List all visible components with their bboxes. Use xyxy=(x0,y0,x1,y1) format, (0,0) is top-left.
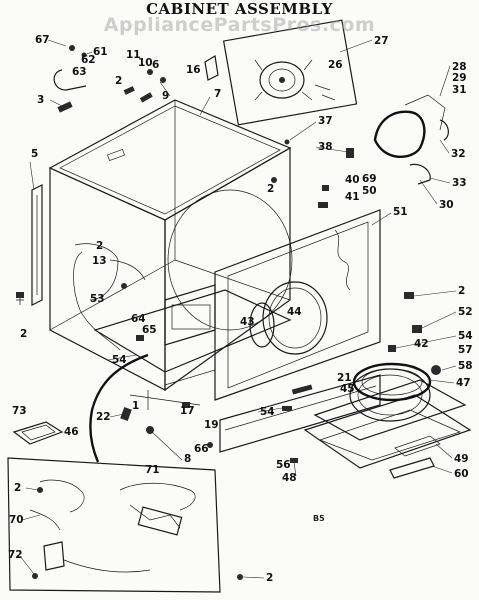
callout-42: 42 xyxy=(414,338,429,350)
callout-1: 1 xyxy=(132,400,139,412)
callout-41: 41 xyxy=(345,191,360,203)
callout-47: 47 xyxy=(456,377,471,389)
wire-harness xyxy=(73,251,149,463)
callout-32: 32 xyxy=(451,148,466,160)
callout-63: 63 xyxy=(72,66,87,78)
callout-2-g: 2 xyxy=(266,572,273,584)
callout-17: 17 xyxy=(180,405,195,417)
callout-7: 7 xyxy=(214,88,221,100)
diagram-title: CABINET ASSEMBLY xyxy=(146,0,333,18)
callout-26: 26 xyxy=(328,59,343,71)
callout-49: 49 xyxy=(454,453,469,465)
callout-60: 60 xyxy=(454,468,469,480)
callout-2-a: 2 xyxy=(115,75,122,87)
drum-seal xyxy=(352,362,432,402)
callout-45: 45 xyxy=(340,383,355,395)
callout-2-c: 2 xyxy=(96,240,103,252)
callout-29: 29 xyxy=(452,72,467,84)
leader-lines xyxy=(19,39,457,579)
callout-16: 16 xyxy=(186,64,201,76)
toe-panel xyxy=(219,374,381,453)
callout-72: 72 xyxy=(8,549,23,561)
callout-2-f: 2 xyxy=(14,482,21,494)
callout-11: 11 xyxy=(126,49,141,61)
callout-51: 51 xyxy=(393,206,408,218)
callout-22: 22 xyxy=(96,411,111,423)
callout-5: 5 xyxy=(31,148,38,160)
small-parts-right xyxy=(120,139,441,463)
callout-38: 38 xyxy=(318,141,333,153)
motor-inset xyxy=(222,19,358,126)
door-assembly xyxy=(303,368,472,479)
callout-56: 56 xyxy=(276,459,291,471)
callout-54-b: 54 xyxy=(458,330,473,342)
callout-2-d: 2 xyxy=(20,328,27,340)
callout-2-b: 2 xyxy=(267,183,274,195)
callout-27: 27 xyxy=(374,35,389,47)
callout-9: 9 xyxy=(162,90,169,102)
callout-48: 48 xyxy=(282,472,297,484)
cabinet-body xyxy=(31,99,293,410)
callout-53: 53 xyxy=(90,293,105,305)
callout-71: 71 xyxy=(145,464,160,476)
callout-64: 64 xyxy=(131,313,146,325)
callout-13: 13 xyxy=(92,255,107,267)
callout-3: 3 xyxy=(37,94,44,106)
callout-19: 19 xyxy=(204,419,219,431)
callout-52: 52 xyxy=(458,306,473,318)
watermark: AppliancePartsPros.com xyxy=(103,14,376,36)
callout-labels: 67 61 62 63 11 10 6 16 3 2 9 7 27 26 28 … xyxy=(8,34,473,584)
callout-46: 46 xyxy=(64,426,79,438)
callout-54-a: 54 xyxy=(112,354,127,366)
callout-43: 43 xyxy=(240,316,255,328)
callout-58: 58 xyxy=(458,360,473,372)
callout-30: 30 xyxy=(439,199,454,211)
callout-44: 44 xyxy=(287,306,302,318)
callout-67: 67 xyxy=(35,34,50,46)
part-73-plate xyxy=(12,421,64,445)
callout-61: 61 xyxy=(93,46,108,58)
callout-40: 40 xyxy=(345,174,360,186)
callout-70: 70 xyxy=(9,514,24,526)
callout-73: 73 xyxy=(12,405,27,417)
callout-31: 31 xyxy=(452,84,467,96)
front-panel xyxy=(214,209,381,401)
callout-66: 66 xyxy=(194,443,209,455)
callout-33: 33 xyxy=(452,177,467,189)
corner-code: B5 xyxy=(313,514,325,523)
callout-10: 10 xyxy=(138,57,153,69)
harness-inset xyxy=(7,457,243,593)
callout-6: 6 xyxy=(152,59,159,71)
callout-50: 50 xyxy=(362,185,377,197)
small-parts-top-left xyxy=(16,45,219,305)
callout-37: 37 xyxy=(318,115,333,127)
callout-62: 62 xyxy=(81,54,96,66)
callout-69: 69 xyxy=(362,173,377,185)
callout-57: 57 xyxy=(458,344,473,356)
callout-54-c: 54 xyxy=(260,406,275,418)
callout-8: 8 xyxy=(184,453,191,465)
callout-21: 21 xyxy=(337,372,352,384)
callout-65: 65 xyxy=(142,324,157,336)
belt-idler xyxy=(373,94,449,185)
callout-28: 28 xyxy=(452,61,467,73)
duct-assembly xyxy=(164,284,216,386)
callout-2-e: 2 xyxy=(458,285,465,297)
